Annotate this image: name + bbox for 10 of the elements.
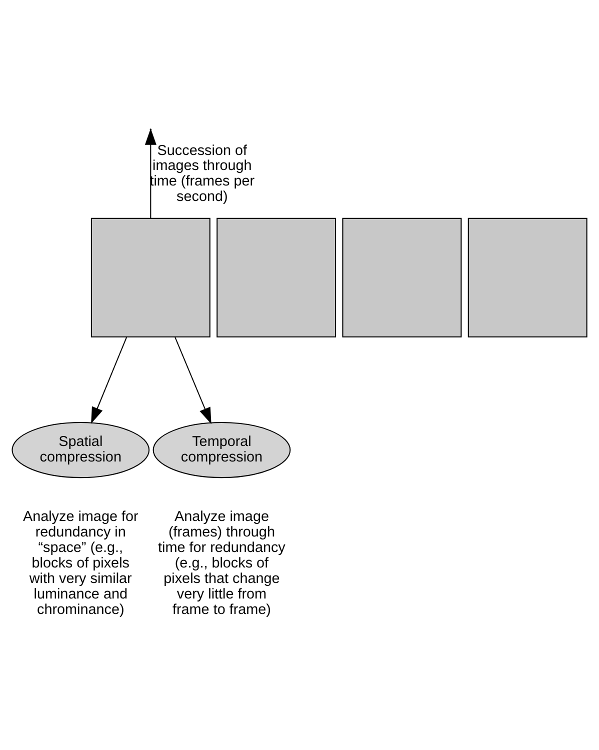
node-label: Analyze image (frames) through time for redundancy (e.g., blocks of pixels that change very little from frame to frame) [158,508,286,618]
node-box [468,217,588,337]
node-box [90,217,210,337]
node-label: Analyze image for redundancy in “space” (e.g., blocks of pixels with very similar luminance and chrominance) [22,508,138,618]
node-ellipse: Temporal compression [152,421,291,478]
node-ellipse: Spatial compression [12,421,150,478]
node-box [342,217,462,337]
node-box [216,217,336,337]
arrow [174,336,212,424]
arrow [91,336,128,424]
